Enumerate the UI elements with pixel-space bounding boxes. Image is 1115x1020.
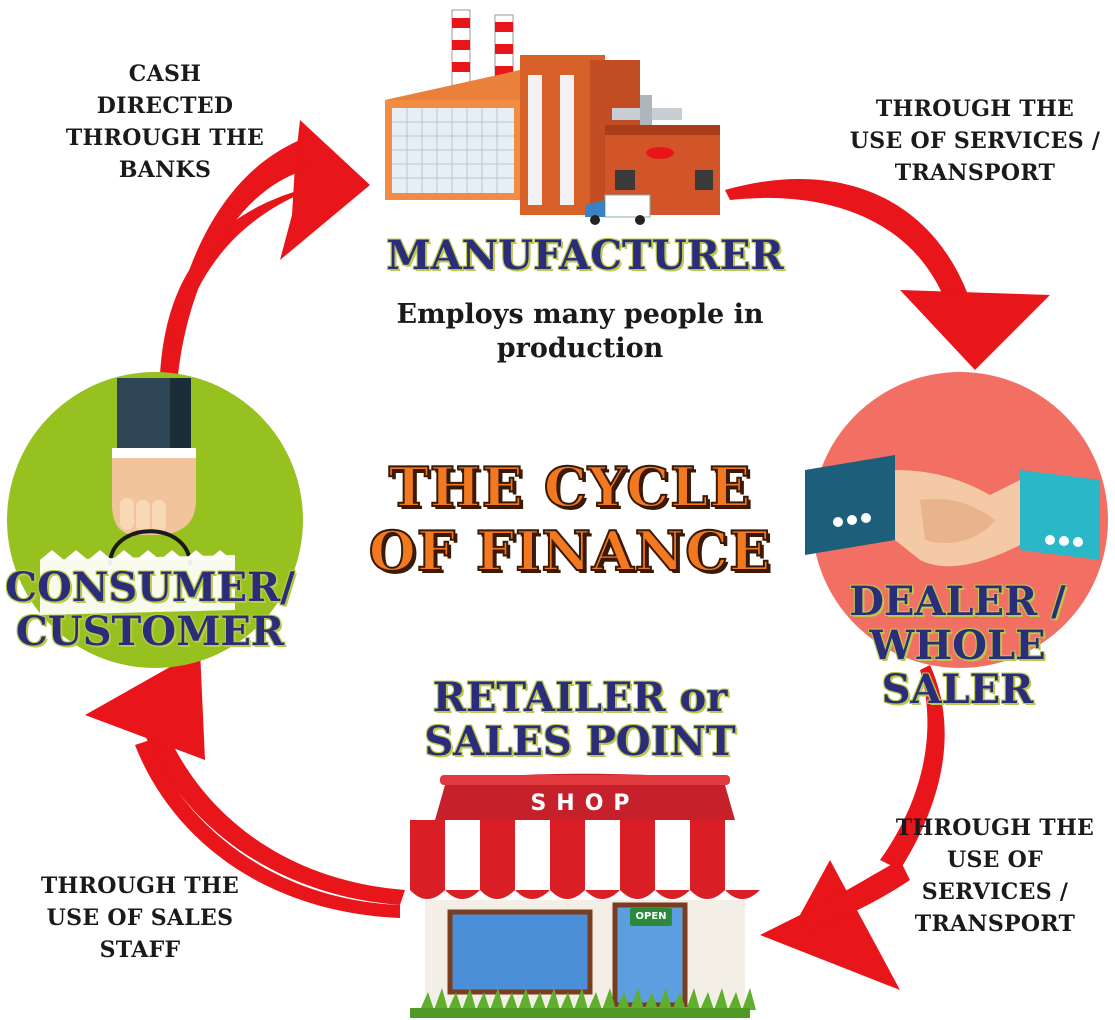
retailer-title: RETAILER or SALES POINT (424, 674, 736, 765)
arrow-manufacturer-to-dealer (725, 179, 1050, 370)
arrow-retailer-to-consumer (85, 650, 405, 918)
consumer-circle (7, 372, 303, 668)
arrow-consumer-to-manufacturer (160, 120, 370, 375)
shop-sign: SHOP (530, 791, 640, 816)
delivery-truck-icon (585, 194, 651, 225)
arrow-dealer-to-retailer (760, 665, 945, 990)
consumer-title: CONSUMER/ CUSTOMER (5, 564, 295, 655)
open-sign: OPEN (635, 911, 667, 922)
manufacturer-subtitle: Employs many people in production (396, 299, 764, 364)
shop-icon (410, 773, 760, 1018)
dealer-title: DEALER / WHOLE SALER (849, 578, 1066, 713)
manufacturer-title: MANUFACTURER (386, 232, 784, 279)
center-title: THE CYCLE OF FINANCE (368, 454, 772, 584)
dealer-circle (805, 372, 1108, 668)
factory-icon (385, 9, 720, 225)
